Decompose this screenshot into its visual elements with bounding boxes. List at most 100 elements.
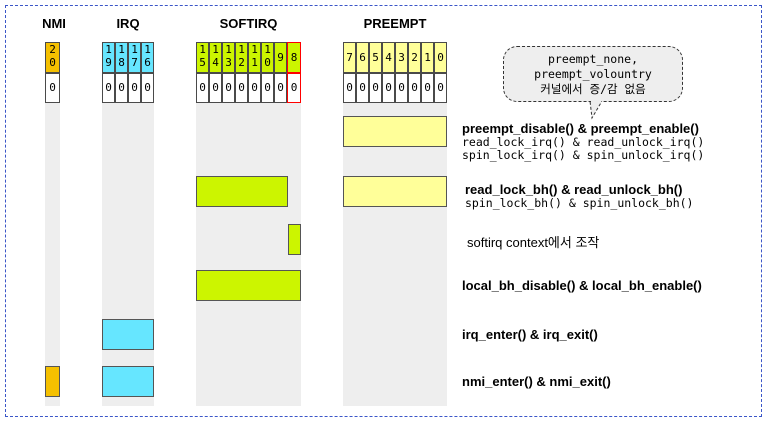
local-bh-disable-bar	[196, 270, 301, 301]
bit-number-digit: 3	[225, 56, 232, 69]
irq-zero-cell: 0	[128, 73, 141, 103]
preempt-zero-cell: 0	[395, 73, 408, 103]
irq-enter-bar	[102, 319, 154, 350]
local-bh-label: local_bh_disable() & local_bh_enable()	[462, 278, 702, 293]
preempt-zero-cell: 0	[434, 73, 447, 103]
preempt-bit-1: 1	[421, 42, 434, 73]
label-sub: spin_lock_irq() & spin_unlock_irq()	[462, 148, 705, 162]
preempt-zero-cell: 0	[369, 73, 382, 103]
nmi-header: NMI	[42, 16, 66, 31]
nmi-zero-cell: 0	[45, 73, 60, 103]
softirq-zero-cell: 0	[261, 73, 274, 103]
nmi-bit-20: 2 0	[45, 42, 60, 73]
preempt-zero-cell: 0	[382, 73, 395, 103]
softirq-bh-lock-bar	[196, 176, 288, 207]
preempt-bit-3: 3	[395, 42, 408, 73]
softirq-zero-cell: 0	[274, 73, 287, 103]
bit-number-digit: 1	[144, 43, 151, 56]
label-main: irq_enter() & irq_exit()	[462, 327, 598, 342]
preempt-disable-bar	[343, 116, 447, 147]
bit-number-digit: 8	[290, 51, 298, 64]
irq-zero-cell: 0	[115, 73, 128, 103]
nmi-irq-bar	[102, 366, 154, 397]
preempt-bit-2: 2	[408, 42, 421, 73]
read-lock-bh-label: read_lock_bh() & read_unlock_bh() spin_l…	[465, 182, 693, 210]
bit-number-digit: 8	[118, 56, 125, 69]
preempt-zero-cell: 0	[343, 73, 356, 103]
bit-number-digit: 9	[105, 56, 112, 69]
bit-number-digit: 2	[238, 56, 245, 69]
bit-number-digit: 9	[277, 51, 284, 64]
softirq-bit-8-highlight: 8	[287, 42, 301, 73]
bit-number-digit: 1	[264, 43, 271, 56]
irq-enter-label: irq_enter() & irq_exit()	[462, 327, 598, 342]
preempt-bit-6: 6	[356, 42, 369, 73]
softirq-zero-cell-highlight: 0	[287, 73, 301, 103]
nmi-enter-bar	[45, 366, 60, 397]
softirq-zero-cell: 0	[196, 73, 209, 103]
bit-number-digit: 1	[118, 43, 125, 56]
softirq-zero-cell: 0	[222, 73, 235, 103]
preempt-zero-cell: 0	[356, 73, 369, 103]
preempt-bh-lock-bar	[343, 176, 447, 207]
diagram-frame	[5, 5, 762, 417]
bit-number-digit: 1	[225, 43, 232, 56]
softirq-context-bar	[288, 224, 301, 255]
preempt-bit-5: 5	[369, 42, 382, 73]
softirq-header: SOFTIRQ	[219, 16, 278, 31]
nmi-enter-label: nmi_enter() & nmi_exit()	[462, 374, 611, 389]
softirq-context-label: softirq context에서 조작	[467, 235, 600, 250]
nmi-column	[45, 42, 60, 406]
bit-number-digit: 1	[251, 56, 258, 69]
preempt-disable-label: preempt_disable() & preempt_enable() rea…	[462, 121, 704, 162]
label-sub: read_lock_irq() & read_unlock_irq()	[462, 135, 705, 149]
bit-number-digit: 1	[238, 43, 245, 56]
bit-number-digit: 1	[131, 43, 138, 56]
note-bubble-tail-join	[591, 100, 601, 103]
bit-number-digit: 1	[105, 43, 112, 56]
softirq-zero-cell: 0	[235, 73, 248, 103]
bit-number-digit: 1	[212, 43, 219, 56]
bit-number-digit: 7	[131, 56, 138, 69]
note-bubble: preempt_none, preempt_volountry 커널에서 증/감…	[503, 46, 683, 102]
note-line: 커널에서 증/감 없음	[540, 82, 646, 96]
bit-number-digit: 0	[49, 56, 56, 69]
preempt-bit-7: 7	[343, 42, 356, 73]
label-main: nmi_enter() & nmi_exit()	[462, 374, 611, 389]
irq-zero-cell: 0	[141, 73, 154, 103]
preempt-zero-cell: 0	[421, 73, 434, 103]
bit-number-digit: 6	[144, 56, 151, 69]
label-main: read_lock_bh() & read_unlock_bh()	[465, 182, 683, 197]
irq-zero-cell: 0	[102, 73, 115, 103]
label-sub: spin_lock_bh() & spin_unlock_bh()	[465, 196, 694, 210]
note-line: preempt_none,	[547, 52, 638, 66]
softirq-bit-9: 9	[274, 42, 287, 73]
bit-number-digit: 1	[251, 43, 258, 56]
softirq-zero-cell: 0	[248, 73, 261, 103]
bit-number-digit: 2	[49, 43, 56, 56]
bit-number-digit: 1	[199, 43, 206, 56]
preempt-zero-cell: 0	[408, 73, 421, 103]
irq-header: IRQ	[116, 16, 140, 31]
note-line: preempt_volountry	[534, 67, 652, 81]
preempt-bit-0: 0	[434, 42, 447, 73]
preempt-header: PREEMPT	[363, 16, 427, 31]
bit-number-digit: 0	[264, 56, 271, 69]
softirq-zero-cell: 0	[209, 73, 222, 103]
bit-number-digit: 4	[212, 56, 219, 69]
bit-number-digit: 5	[199, 56, 206, 69]
label-main: preempt_disable() & preempt_enable()	[462, 121, 699, 136]
preempt-bit-4: 4	[382, 42, 395, 73]
label-main: local_bh_disable() & local_bh_enable()	[462, 278, 702, 293]
